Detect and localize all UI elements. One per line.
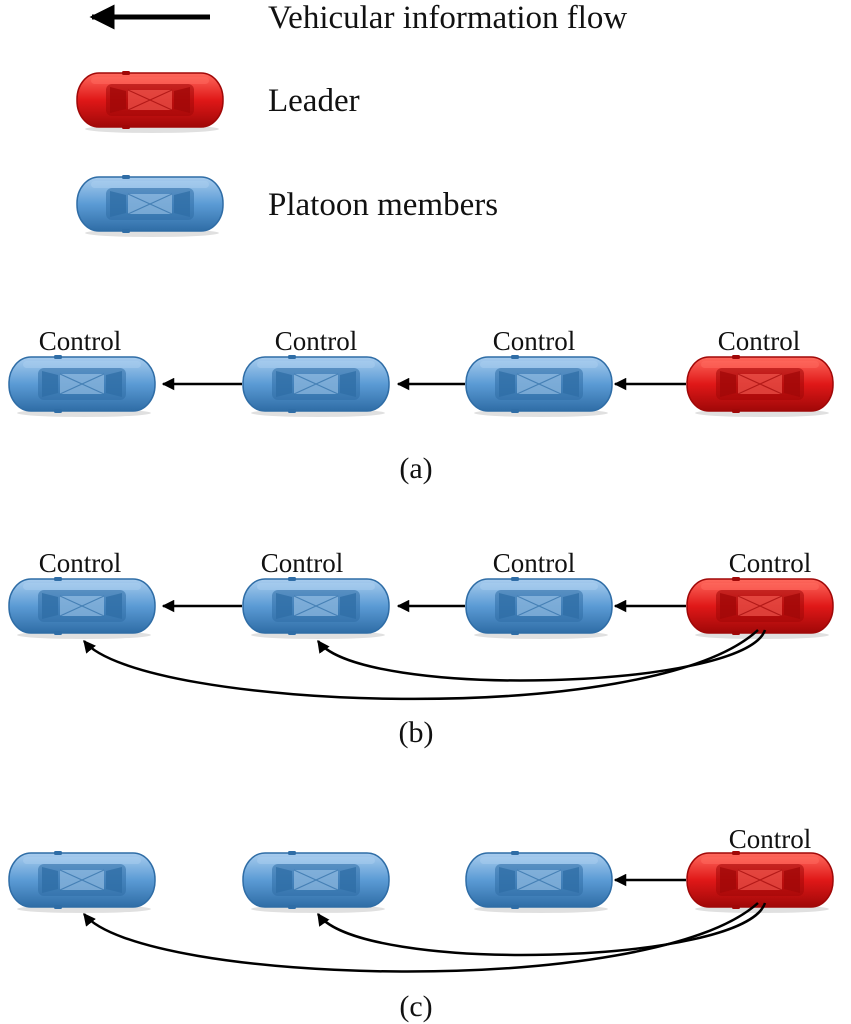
leader-car-icon: [686, 851, 834, 913]
member-car-icon: [8, 355, 156, 417]
control-label: Control: [261, 548, 344, 578]
legend-arrow-label: Vehicular information flow: [268, 0, 627, 36]
panel-caption: (b): [399, 716, 434, 749]
control-label: Control: [39, 326, 122, 356]
control-label: Control: [493, 326, 576, 356]
member-car-icon: [242, 851, 390, 913]
panel-caption: (a): [399, 452, 432, 485]
leader-broadcast-arrow: [316, 629, 767, 682]
member-car-icon: [465, 355, 613, 417]
member-car-icon: [8, 577, 156, 639]
panel-c: Control (c): [8, 824, 834, 1023]
leader-broadcast-arrow: [316, 902, 767, 957]
member-car-icon: [242, 577, 390, 639]
member-car-icon: [8, 851, 156, 913]
leader-car-icon: [686, 355, 834, 417]
leader-broadcast-arrow: [83, 902, 759, 973]
panel-b: Control Control Control Control (b): [8, 548, 834, 749]
member-car-icon: [465, 577, 613, 639]
control-label: Control: [39, 548, 122, 578]
panel-a: Control Control Control Control (a): [8, 326, 834, 485]
control-label: Control: [729, 824, 812, 854]
legend: Vehicular information flow Leader Platoo…: [76, 0, 627, 237]
member-car-icon: [242, 355, 390, 417]
legend-leader-label: Leader: [268, 83, 360, 119]
panel-caption: (c): [399, 990, 432, 1023]
control-label: Control: [729, 548, 812, 578]
control-label: Control: [275, 326, 358, 356]
legend-leader-car-icon: [76, 71, 224, 133]
member-car-icon: [465, 851, 613, 913]
control-label: Control: [493, 548, 576, 578]
legend-member-car-icon: [76, 175, 224, 237]
leader-broadcast-arrow: [83, 629, 759, 701]
legend-members-label: Platoon members: [268, 187, 498, 223]
control-label: Control: [718, 326, 801, 356]
leader-car-icon: [686, 577, 834, 639]
